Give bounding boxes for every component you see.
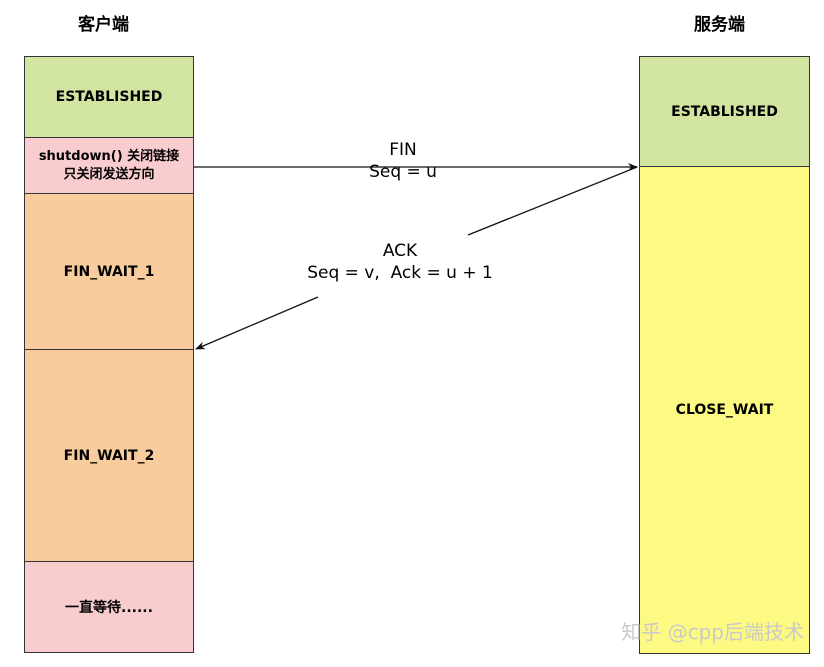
ack-message-seq: Seq = v, Ack = u + 1 <box>307 263 493 283</box>
fin-message-seq: Seq = u <box>369 162 437 182</box>
client-state-established: ESTABLISHED <box>24 56 194 138</box>
shutdown-label-line1: shutdown() 关闭链接 <box>38 148 180 164</box>
shutdown-label-line2: 只关闭发送方向 <box>63 166 155 182</box>
watermark: 知乎 @cpp后端技术 <box>621 620 804 644</box>
fin-wait-2-label: FIN_WAIT_2 <box>63 447 155 464</box>
client-state-shutdown: shutdown() 关闭链接 只关闭发送方向 <box>24 137 194 194</box>
fin-wait-1-label: FIN_WAIT_1 <box>63 263 155 280</box>
client-title: 客户端 <box>78 15 129 35</box>
server-established-label: ESTABLISHED <box>671 103 778 120</box>
waiting-label: 一直等待...... <box>65 600 153 616</box>
ack-arrow-upper <box>467 166 638 236</box>
client-state-waiting: 一直等待...... <box>24 561 194 653</box>
client-established-label: ESTABLISHED <box>55 89 163 105</box>
ack-message-type: ACK <box>382 241 418 261</box>
client-state-fin-wait-2: FIN_WAIT_2 <box>24 349 194 562</box>
fin-message: FIN Seq = u <box>338 139 468 183</box>
close-wait-label: CLOSE_WAIT <box>675 402 774 418</box>
server-title: 服务端 <box>694 15 745 35</box>
fin-message-type: FIN <box>389 140 417 160</box>
ack-arrow-lower <box>195 296 319 350</box>
ack-message: ACK Seq = v, Ack = u + 1 <box>290 240 510 284</box>
client-state-fin-wait-1: FIN_WAIT_1 <box>24 193 194 350</box>
server-state-close-wait: CLOSE_WAIT <box>639 166 810 654</box>
